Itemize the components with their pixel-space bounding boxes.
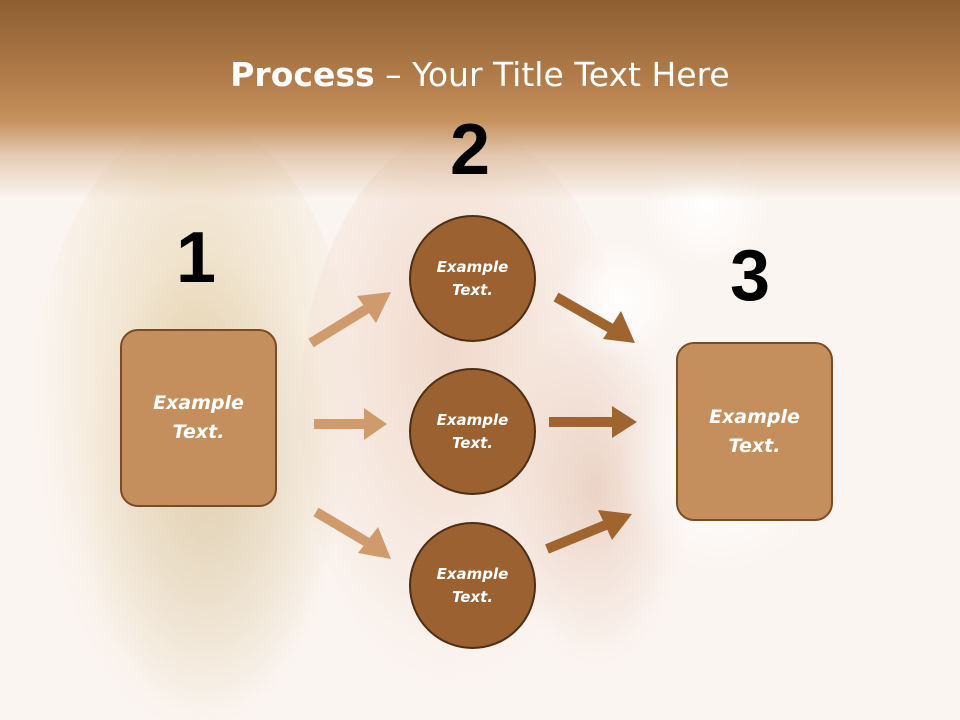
title-strong: Process [230,55,375,94]
step-3-box[interactable]: Example Text. [676,342,833,521]
step-3-text: Example Text. [709,405,800,457]
arrow-head [603,311,635,343]
step-number-1: 1 [176,218,217,298]
arrow-2c-to-3 [545,519,610,554]
title-band [0,0,960,200]
arrow-1-to-2c [313,507,373,549]
step-2-circle-1[interactable]: Example Text. [409,215,536,342]
step-number-3: 3 [730,236,771,316]
arrow-head [357,292,391,323]
step-2-circle-2[interactable]: Example Text. [409,368,536,495]
title-rest: – Your Title Text Here [374,55,730,94]
arrow-1-to-2a [308,303,371,348]
arrow-head [364,408,387,440]
step-2-circle-3[interactable]: Example Text. [409,522,536,649]
slide-title: Process – Your Title Text Here [0,52,960,98]
step-1-text: Example Text. [153,392,244,443]
step-1-box[interactable]: Example Text. [120,329,277,507]
arrow-2a-to-3 [553,292,615,334]
arrow-head [598,510,632,540]
step-2-circle-1-text: Example Text. [436,257,509,299]
step-number-2: 2 [450,110,491,190]
arrow-head [612,406,637,438]
step-2-circle-2-text: Example Text. [436,410,509,452]
arrow-head [358,527,391,559]
step-2-circle-3-text: Example Text. [436,564,509,606]
